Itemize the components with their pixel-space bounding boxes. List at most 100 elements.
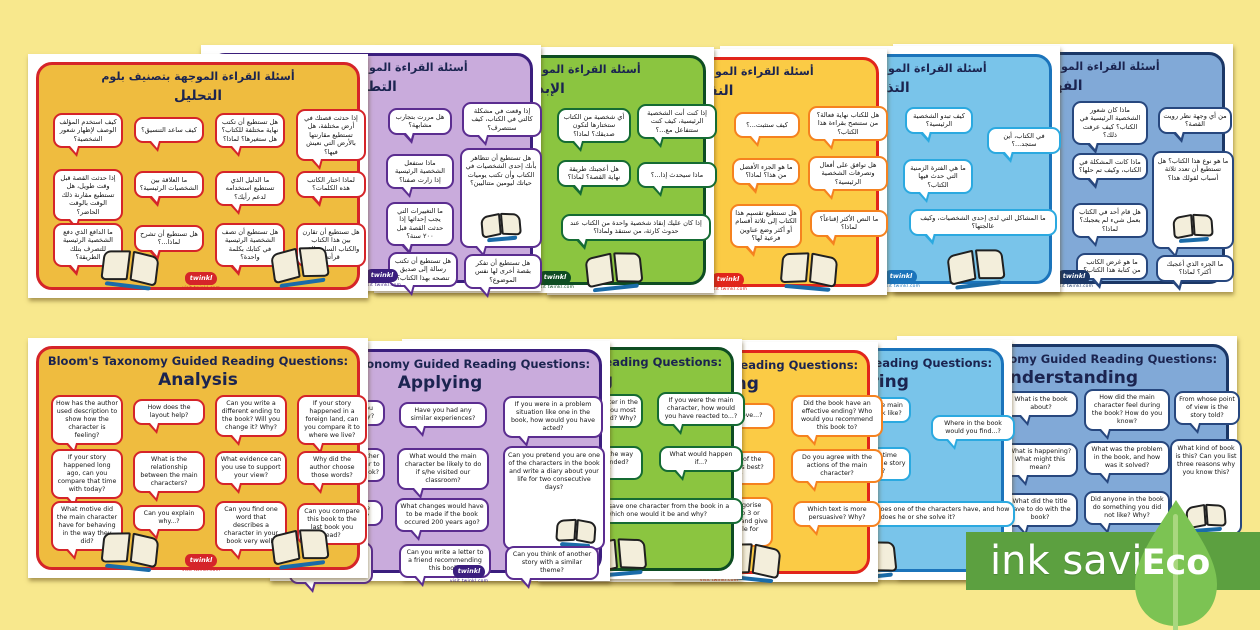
card-board: Bloom's Taxonomy Guided Reading Question…	[36, 346, 367, 573]
speech-bubble: Did anyone in the book do something you …	[1084, 491, 1170, 535]
speech-bubble: ماذا ستفعل الشخصية الرئيسية إذا زارت صفن…	[386, 154, 454, 199]
twinkl-logo: twinkl	[538, 271, 572, 284]
card-analysis-arabic: أسئلة القراءة الموجهة بتصنيف بلوم التحلي…	[28, 54, 368, 298]
speech-bubble: ما التغييرات التي يجب إحداثها إذا حدثت ا…	[386, 202, 454, 255]
speech-bubble: How has the author used description to s…	[51, 395, 123, 455]
card-board: أسئلة القراءة الموجهة بتصنيف بلوم الفهم …	[901, 52, 1234, 291]
speech-bubble: هل تستطيع أن تشرح لماذا...؟	[134, 225, 204, 261]
speech-bubble: Where in the book would you find...?	[931, 415, 1015, 451]
twinkl-logo: twinkl	[884, 270, 918, 283]
speech-bubble: Do you agree with the actions of the mai…	[791, 449, 883, 493]
speech-bubble: هل تستطيع أن تتظاهر بأنك إحدى الشخصيات ف…	[460, 148, 542, 257]
open-book-icon	[269, 526, 331, 569]
twinkl-caption: visit twinkl.com	[535, 285, 575, 290]
twinkl-logo: twinkl	[184, 554, 218, 567]
speech-bubble: ما العلاقة بين الشخصيات الرئيسية؟	[134, 171, 204, 207]
twinkl-caption: visit twinkl.com	[449, 579, 489, 584]
speech-bubble: ما هو غرض الكاتب من كتابة هذا الكتاب؟	[1076, 253, 1148, 289]
eco-leaf-icon	[1135, 500, 1217, 630]
eco-label: Eco	[1141, 543, 1211, 583]
speech-bubble: كيف تبدو الشخصية الرئيسية؟	[905, 107, 973, 143]
bubble-text: What kind of book is this? Can you list …	[1175, 445, 1237, 477]
card-level-title: التحليل	[173, 88, 222, 104]
speech-bubble: Why did the author choose those words?	[297, 451, 367, 495]
speech-bubble: هل قام أحد في الكتاب بعمل شيء لم يعجبك؟ …	[1072, 203, 1148, 248]
speech-bubble: في الكتاب، أين ستجد...؟	[987, 127, 1061, 163]
speech-bubble: هل تستطيع أن تكتب رسالة إلى صديق تنصحه ب…	[388, 252, 458, 297]
speech-bubble: How does the layout help?	[133, 399, 205, 435]
open-book-icon	[99, 529, 160, 571]
speech-bubble: ما هو الجزء الأفضل من هذا؟ لماذا؟	[732, 158, 800, 194]
bubble-text: Can you pretend you are one of the chara…	[508, 452, 600, 492]
bubble-text: ما هو نوع هذا الكتاب؟ هل تستطيع أن تعدد …	[1157, 157, 1229, 182]
speech-bubble: ماذا كانت المشكلة في الكتاب، وكيف تم حله…	[1072, 153, 1148, 189]
open-book-icon	[99, 247, 161, 290]
speech-bubble: What did the title have to do with the b…	[1002, 493, 1078, 537]
speech-bubble: من أي وجهة نظر رويت القصة؟	[1158, 107, 1232, 143]
open-book-icon	[583, 249, 644, 291]
twinkl-logo: twinkl	[365, 269, 399, 282]
speech-bubble: Can you pretend you are one of the chara…	[503, 446, 605, 559]
card-board: أسئلة القراءة الموجهة بتصنيف بلوم التحلي…	[36, 62, 366, 291]
speech-bubble: ما الجزء الذي أعجبك أكثر؟ لماذا؟	[1156, 255, 1234, 291]
speech-bubble: Which text is more persuasive? Why?	[793, 501, 881, 537]
speech-bubble: ماذا كان شعور الشخصية الرئيسية في الكتاب…	[1072, 101, 1148, 154]
card-level-title: Analysis	[158, 370, 238, 390]
speech-bubble: What changes would have to be made if th…	[395, 498, 489, 542]
speech-bubble: If you were the main character, how woul…	[657, 392, 745, 436]
open-book-icon	[945, 246, 1007, 289]
speech-bubble: Did the book have an effective ending? W…	[791, 395, 883, 447]
speech-bubble: إذا كنت أنت الشخصية الرئيسية، كيف كنت ست…	[637, 104, 717, 149]
speech-bubble: كيف ستثبت...؟	[734, 112, 800, 147]
open-book-icon	[779, 250, 840, 291]
twinkl-caption: visit twinkl.com	[1054, 284, 1094, 289]
speech-bubble: Can you write a different ending to the …	[215, 395, 287, 447]
speech-bubble: كيف ساعد التنسيق؟	[134, 117, 204, 152]
speech-bubble: What is happening? What might this mean?	[1002, 443, 1078, 487]
twinkl-logo: twinkl	[711, 273, 745, 286]
speech-bubble: What would happen if...?	[659, 446, 743, 482]
twinkl-caption: visit twinkl.com	[362, 283, 402, 288]
speech-bubble: هل توافق على أفعال وتصرفات الشخصية الرئي…	[808, 156, 888, 201]
open-book-icon	[269, 243, 331, 287]
card-level-title: Applying	[397, 373, 483, 393]
speech-bubble: ما الدافع الذي دفع الشخصية الرئيسية للتص…	[53, 223, 123, 276]
twinkl-logo: twinkl	[184, 272, 218, 285]
speech-bubble: ما الدليل الذي تستطيع استخدامه لدعم رأيك…	[215, 171, 285, 216]
open-book-icon	[479, 210, 523, 241]
speech-bubble: ما النص الأكثر إقناعاً؟ لماذا؟	[810, 210, 888, 246]
speech-bubble: ما هو نوع هذا الكتاب؟ هل تستطيع أن تعدد …	[1152, 151, 1234, 258]
card-analysis-english: Bloom's Taxonomy Guided Reading Question…	[28, 338, 368, 578]
card-understanding-arabic: أسئلة القراءة الموجهة بتصنيف بلوم الفهم …	[893, 44, 1234, 292]
speech-bubble: Can you find one word that describes a c…	[215, 501, 287, 561]
card-title: أسئلة القراءة الموجهة بتصنيف بلوم	[101, 70, 295, 83]
open-book-icon	[554, 517, 598, 547]
speech-bubble: أي شخصية من الكتاب ستختارها لتكون صديقك؟…	[557, 108, 631, 153]
speech-bubble: Can you write a letter to a friend recom…	[399, 544, 491, 588]
speech-bubble: What is the book about?	[1004, 391, 1078, 427]
speech-bubble: لماذا اختار الكاتب هذه الكلمات؟	[296, 171, 366, 207]
speech-bubble: If you were in a problem situation like …	[503, 396, 603, 448]
speech-bubble: إذا حدثت القصة قبل وقت طويل، هل تستطيع م…	[53, 169, 123, 231]
speech-bubble: هل تستطيع تقسيم هذا الكتاب إلى ثلاثة أقس…	[730, 204, 802, 257]
speech-bubble: هل تستطيع أن تكتب نهاية مختلفة للكتاب؟ ه…	[215, 113, 285, 158]
speech-bubble: إذا وقعت في مشكلة كالتي في الكتاب، كيف س…	[462, 102, 542, 147]
speech-bubble: إذا كان عليك إنقاذ شخصية واحدة من الكتاب…	[561, 214, 711, 250]
speech-bubble: What is the relationship between the mai…	[133, 451, 205, 503]
card-title: Bloom's Taxonomy Guided Reading Question…	[47, 354, 349, 368]
speech-bubble: How did the main character feel during t…	[1084, 389, 1170, 441]
twinkl-caption: visit twinkl.com	[708, 287, 748, 292]
speech-bubble: هل تستطيع أن تفكر بقصة أخرى لها نفس المو…	[464, 254, 542, 299]
speech-bubble: هل تستطيع أن تصف الشخصية الرئيسية في كتا…	[215, 223, 285, 276]
speech-bubble: What was the problem in the book, and ho…	[1084, 441, 1170, 485]
speech-bubble: ما المشاكل التي لدى إحدى الشخصيات، وكيف …	[909, 209, 1057, 245]
speech-bubble: هل للكتاب نهاية فعالة؟ من ستنصح بقراءة ه…	[808, 106, 888, 151]
open-book-icon	[1171, 212, 1215, 242]
twinkl-caption: visit twinkl.com	[181, 568, 221, 573]
speech-bubble: Have you had any similar experiences?	[399, 402, 487, 438]
twinkl-logo: twinkl	[1057, 270, 1091, 283]
speech-bubble: What would the main character be likely …	[397, 448, 489, 500]
speech-bubble: كيف استخدم المؤلف الوصف لإظهار شعور الشخ…	[53, 113, 123, 158]
speech-bubble: هل مررت بتجارب مشابهة؟	[388, 108, 452, 144]
